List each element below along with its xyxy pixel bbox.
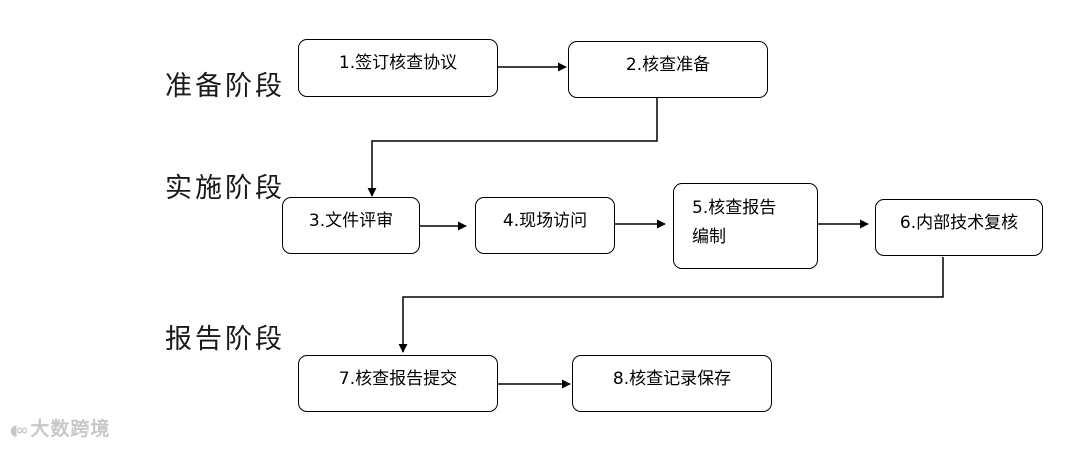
step-7-label: 7.核查报告提交 xyxy=(338,369,458,389)
watermark-text: 大数跨境 xyxy=(30,418,111,440)
step-3-label: 3.文件评审 xyxy=(308,211,394,231)
step-5-label-line2: 编制 xyxy=(692,227,726,247)
stage-label-impl: 实施阶段 xyxy=(165,173,285,204)
step-3-box: 3.文件评审 xyxy=(282,197,420,254)
step-6-label: 6.内部技术复核 xyxy=(899,213,1019,233)
step-5-box: 5.核查报告 编制 xyxy=(673,183,818,269)
arrow-6-to-7 xyxy=(398,257,944,353)
watermark-logo-icon: ◖∞ xyxy=(10,421,28,439)
step-8-label: 8.核查记录保存 xyxy=(612,369,732,389)
step-2-label: 2.核查准备 xyxy=(625,55,711,75)
step-4-label: 4.现场访问 xyxy=(502,211,588,231)
watermark: ◖∞大数跨境 xyxy=(10,414,110,441)
step-7-box: 7.核查报告提交 xyxy=(298,355,498,412)
step-1-box: 1.签订核查协议 xyxy=(298,39,498,97)
arrow-2-to-3 xyxy=(367,98,658,197)
step-1-label: 1.签订核查协议 xyxy=(338,53,458,73)
step-6-box: 6.内部技术复核 xyxy=(875,199,1043,256)
step-5-label-line1: 5.核查报告 xyxy=(692,198,777,218)
step-2-box: 2.核查准备 xyxy=(568,41,768,98)
stage-label-prep: 准备阶段 xyxy=(165,71,285,102)
stage-label-report: 报告阶段 xyxy=(165,324,285,355)
step-8-box: 8.核查记录保存 xyxy=(572,355,772,412)
step-4-box: 4.现场访问 xyxy=(475,197,615,254)
